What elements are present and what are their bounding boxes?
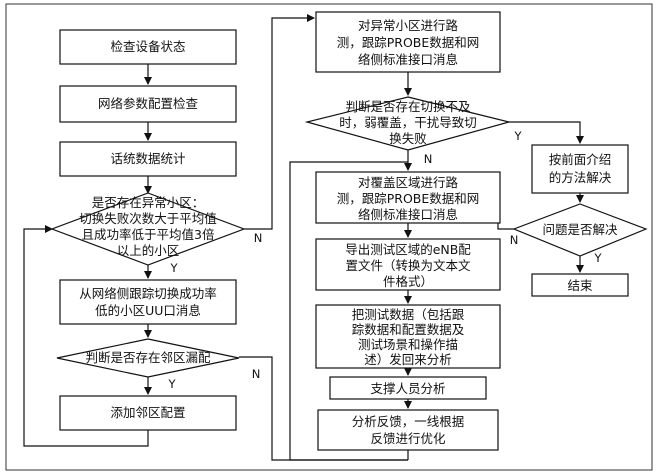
box-support-analysis bbox=[329, 376, 487, 400]
label-drive-coverage-2: 测，跟踪PROBE数据和网 bbox=[337, 191, 480, 206]
diamond-abnormal-cell bbox=[50, 192, 246, 266]
label-handover-judge-3: 换失败 bbox=[389, 131, 427, 146]
edge-feedback-loop bbox=[289, 161, 408, 461]
label-trace-uu-1: 从网络侧跟踪切换成功率 bbox=[79, 286, 217, 301]
label-abnormal-cell-4: 以上的小区 bbox=[117, 243, 180, 258]
label-feedback-1: 分析反馈，一线根据 bbox=[352, 414, 465, 429]
box-feedback bbox=[317, 409, 499, 451]
label-drive-coverage-3: 络侧标准接口消息 bbox=[358, 207, 458, 222]
label-neighbor-missing: 判断是否存在邻区漏配 bbox=[85, 350, 211, 365]
label-abnormal-no: N bbox=[254, 231, 263, 245]
label-neighbor-yes: Y bbox=[167, 377, 176, 391]
box-solve-method bbox=[531, 144, 629, 194]
label-send-back-1: 把测试数据（包括跟 bbox=[352, 307, 465, 322]
edge-abnormal-no bbox=[244, 14, 315, 230]
label-send-back-3: 测试场景和操作描 bbox=[358, 337, 458, 352]
label-handover-no: N bbox=[424, 152, 433, 166]
label-abnormal-cell-1: 是否存在异常小区： bbox=[92, 195, 205, 210]
edge-add-loop-back bbox=[23, 225, 149, 447]
label-export-config-1: 导出测试区域的eNB配 bbox=[345, 242, 471, 257]
box-drive-coverage bbox=[315, 171, 501, 224]
box-add-neighbor bbox=[59, 395, 237, 431]
box-trace-uu bbox=[59, 279, 237, 325]
label-handover-yes: Y bbox=[513, 129, 522, 143]
label-solved-no: N bbox=[510, 233, 519, 247]
label-support-analysis: 支撑人员分析 bbox=[370, 381, 445, 396]
outer-frame bbox=[5, 3, 653, 471]
edge-judge-yes bbox=[509, 121, 584, 144]
diamond-solved-judge bbox=[512, 203, 648, 257]
label-send-back-2: 踪数据和配置数据及 bbox=[352, 322, 465, 337]
label-param-check: 网络参数配置检查 bbox=[98, 96, 199, 111]
label-traffic-stats: 话统数据统计 bbox=[110, 151, 185, 166]
label-abnormal-cell-3: 且成功率低于平均值3倍 bbox=[82, 227, 215, 242]
label-handover-judge-2: 时，弱覆盖，干扰导致切 bbox=[339, 115, 477, 130]
label-neighbor-no: N bbox=[252, 367, 261, 381]
label-export-config-2: 置文件（转换为文本文 bbox=[345, 258, 471, 273]
box-traffic-stats bbox=[59, 141, 237, 177]
box-end bbox=[531, 273, 629, 297]
label-send-back-4: 述）发回来分析 bbox=[364, 352, 452, 367]
boxes bbox=[50, 11, 648, 451]
diamond-neighbor-missing bbox=[56, 338, 240, 378]
label-drive-coverage-1: 对覆盖区域进行路 bbox=[358, 175, 459, 190]
diamond-handover-judge bbox=[304, 96, 512, 151]
label-drive-abnormal-3: 络侧标准接口消息 bbox=[358, 52, 458, 67]
label-solve-method-1: 按前面介绍 bbox=[549, 152, 612, 167]
label-feedback-2: 反馈进行优化 bbox=[370, 431, 446, 446]
label-export-config-3: 件格式） bbox=[383, 274, 433, 289]
label-end: 结束 bbox=[567, 278, 593, 293]
label-solve-method-2: 的方法解决 bbox=[549, 170, 612, 185]
label-abnormal-yes: Y bbox=[169, 261, 178, 275]
label-solved-judge: 问题是否解决 bbox=[542, 222, 618, 237]
label-check-device: 检查设备状态 bbox=[110, 39, 185, 54]
box-send-back bbox=[315, 304, 501, 369]
box-param-check bbox=[59, 85, 237, 123]
label-solved-yes: Y bbox=[593, 251, 602, 265]
label-drive-abnormal-2: 测，跟踪PROBE数据和网 bbox=[337, 35, 480, 50]
box-drive-abnormal bbox=[315, 11, 501, 73]
label-abnormal-cell-2: 切换失败次数大于平均值 bbox=[79, 211, 217, 226]
label-trace-uu-2: 低的小区UU口消息 bbox=[95, 303, 201, 318]
box-export-config bbox=[315, 238, 501, 291]
label-add-neighbor: 添加邻区配置 bbox=[110, 405, 185, 420]
label-drive-abnormal-1: 对异常小区进行路 bbox=[358, 18, 459, 33]
label-handover-judge-1: 判断是否存在切换不及 bbox=[345, 99, 471, 114]
box-check-device bbox=[59, 29, 237, 65]
